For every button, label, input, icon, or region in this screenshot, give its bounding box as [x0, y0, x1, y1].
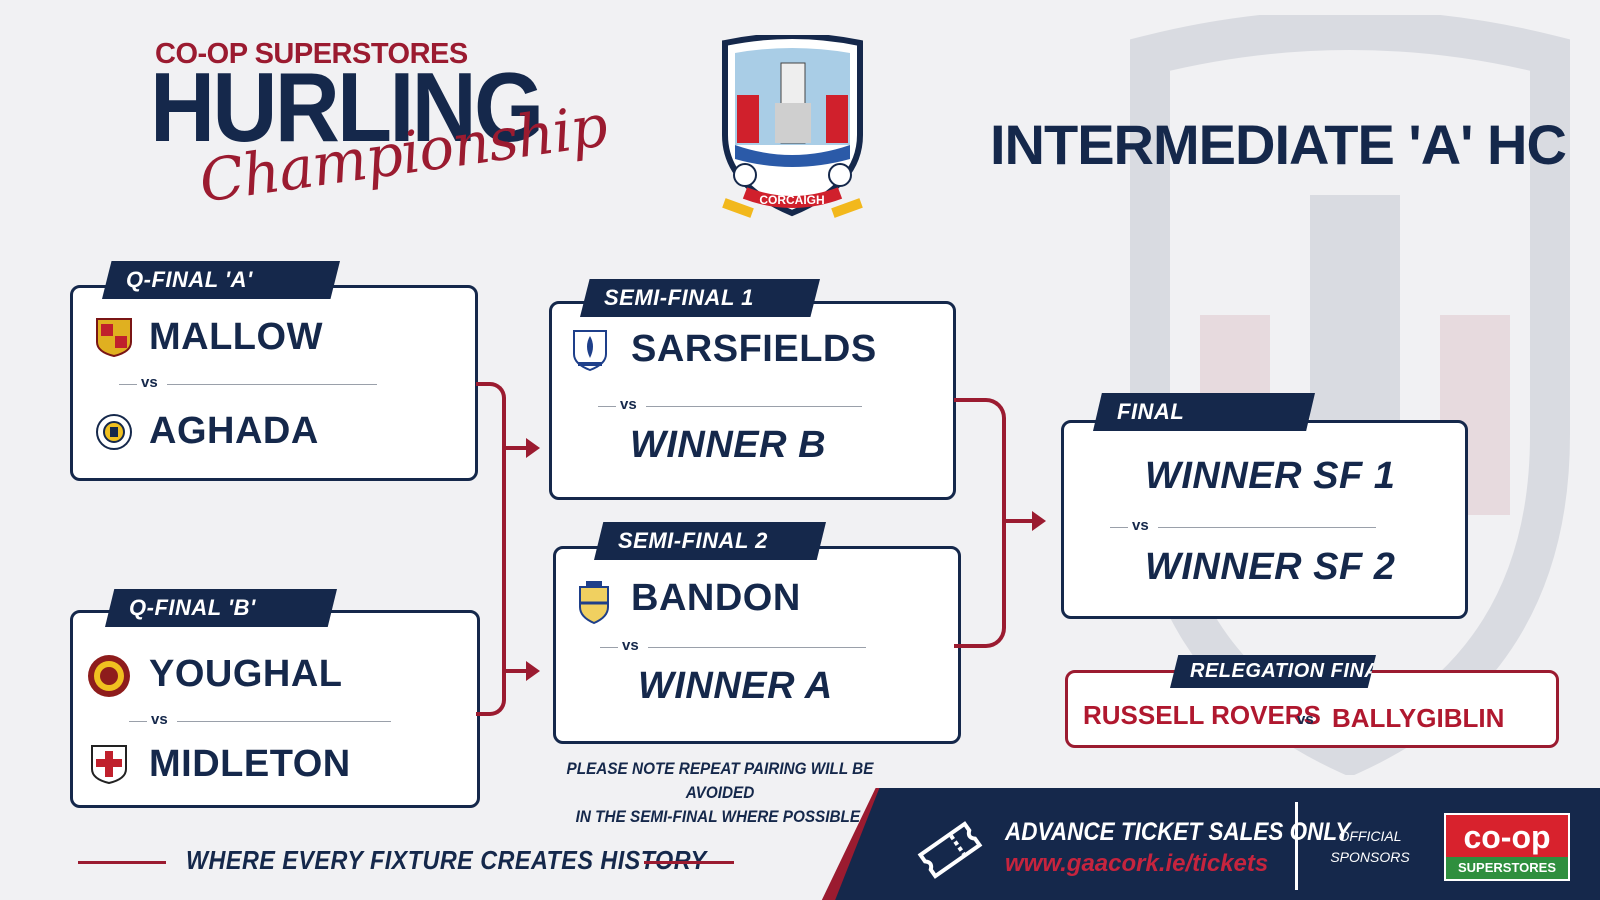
sf1-home-team: SARSFIELDS — [631, 328, 877, 370]
sf-connector-bracket — [954, 398, 1006, 648]
sf1-label: SEMI-FINAL 1 — [580, 279, 820, 317]
final-card: WINNER SF 1 vs WINNER SF 2 — [1061, 420, 1468, 619]
qf-a-home-team: MALLOW — [149, 316, 323, 358]
tagline-rule-right — [644, 861, 734, 864]
qf-b-card: YOUGHAL vs MIDLETON — [70, 610, 480, 808]
tickets-url-link[interactable]: www.gaacork.ie/tickets — [1005, 850, 1269, 877]
relegation-label: RELEGATION FINAL — [1170, 655, 1376, 688]
vs-label: vs — [151, 711, 168, 728]
vs-label: vs — [1132, 517, 1149, 534]
qf-a-card: MALLOW vs AGHADA — [70, 285, 478, 481]
qf-a-label: Q-FINAL 'A' — [102, 261, 340, 299]
qf-to-sf1-arrow-line — [504, 446, 528, 450]
sf2-home-team: BANDON — [631, 577, 801, 619]
vs-label: vs — [141, 374, 158, 391]
hurling-title: HURLING — [150, 52, 544, 162]
arrow-right-icon — [1032, 511, 1046, 531]
final-vs-divider: vs — [1110, 517, 1380, 537]
arrow-right-icon — [526, 661, 540, 681]
coop-superstores-logo: co-op SUPERSTORES — [1444, 813, 1570, 881]
championship-title-logo: CO-OP SUPERSTORES HURLING Championship — [150, 38, 611, 218]
sf1-vs-divider: vs — [598, 396, 868, 416]
relegation-home-team: RUSSELL ROVERS — [1083, 700, 1321, 730]
sf2-away-team: WINNER A — [638, 665, 833, 707]
midleton-crest-icon — [88, 743, 130, 785]
competition-title: INTERMEDIATE 'A' HC — [990, 113, 1567, 176]
qf-b-vs-divider: vs — [129, 711, 399, 731]
sf2-vs-divider: vs — [600, 637, 872, 657]
qf-connector-bracket — [476, 382, 506, 716]
mallow-crest-icon — [93, 316, 135, 358]
tagline: WHERE EVERY FIXTURE CREATES HISTORY — [186, 845, 707, 875]
advance-ticket-headline: ADVANCE TICKET SALES ONLY — [1005, 818, 1351, 846]
official-sponsors-label: OFFICIAL SPONSORS — [1320, 826, 1420, 868]
sarsfields-crest-icon — [568, 328, 610, 372]
bandon-crest-icon — [572, 581, 614, 625]
aghada-crest-icon — [93, 410, 135, 452]
qf-b-away-team: MIDLETON — [149, 743, 351, 785]
qf-a-vs-divider: vs — [119, 374, 389, 394]
cork-gaa-crest: CORCAIGH — [722, 35, 863, 218]
vs-label: vs — [620, 396, 637, 413]
sponsor-label-line-1: OFFICIAL — [1338, 828, 1402, 844]
sf1-away-team: WINNER B — [630, 424, 827, 466]
sf-to-final-arrow-line — [1004, 519, 1034, 523]
final-away-team: WINNER SF 2 — [1145, 546, 1396, 588]
sf1-card: SARSFIELDS vs WINNER B — [549, 301, 956, 500]
qf-a-away-team: AGHADA — [149, 410, 319, 452]
final-label: FINAL — [1093, 393, 1315, 431]
sponsor-label-line-2: SPONSORS — [1330, 849, 1410, 865]
vs-label: vs — [622, 637, 639, 654]
qf-b-home-team: YOUGHAL — [149, 653, 343, 695]
crest-text: CORCAIGH — [759, 193, 824, 207]
note-line-2: IN THE SEMI-FINAL WHERE POSSIBLE. — [575, 807, 865, 826]
ticket-icon — [917, 821, 983, 879]
vs-label: vs — [1297, 711, 1314, 728]
youghal-crest-icon — [86, 653, 130, 697]
qf-to-sf2-arrow-line — [504, 669, 528, 673]
qf-b-label: Q-FINAL 'B' — [105, 589, 337, 627]
arrow-right-icon — [526, 438, 540, 458]
banner-divider — [1295, 802, 1298, 890]
coop-logo-main-text: co-op — [1463, 819, 1551, 855]
coop-logo-sub-text: SUPERSTORES — [1446, 857, 1568, 879]
relegation-away-team: BALLYGIBLIN — [1332, 703, 1505, 733]
note-line-1: PLEASE NOTE REPEAT PAIRING WILL BE AVOID… — [566, 759, 874, 802]
final-home-team: WINNER SF 1 — [1145, 455, 1396, 497]
sponsor-line: CO-OP SUPERSTORES — [155, 38, 468, 70]
sf2-label: SEMI-FINAL 2 — [594, 522, 826, 560]
sf2-card: BANDON vs WINNER A — [553, 546, 961, 744]
tagline-rule-left — [78, 861, 166, 864]
repeat-pairing-note: PLEASE NOTE REPEAT PAIRING WILL BE AVOID… — [558, 757, 882, 829]
